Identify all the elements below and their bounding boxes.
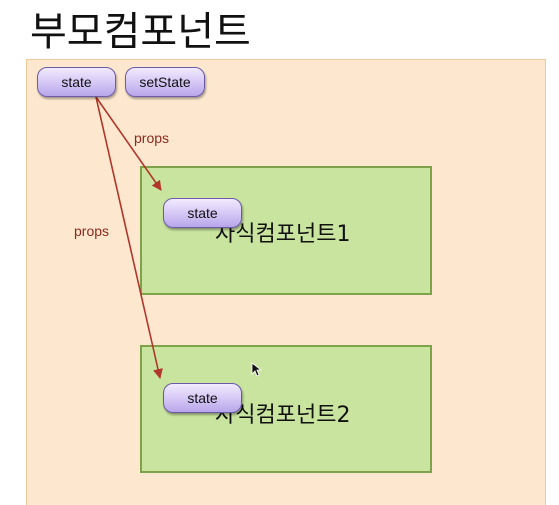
page-title: 부모컴포넌트 <box>30 9 251 55</box>
child-component-2-box: 자식컴포넌트2 <box>140 345 432 473</box>
parent-setstate-node: setState <box>125 67 205 97</box>
parent-state-node: state <box>37 67 116 97</box>
props-label-child-1: props <box>134 130 170 146</box>
child-1-state-node: state <box>163 198 242 228</box>
props-label-child-2: props <box>74 223 110 239</box>
child-component-1-box: 자식컴포넌트1 <box>140 166 432 295</box>
child-2-state-node: state <box>163 383 242 413</box>
mouse-cursor-icon <box>251 362 263 377</box>
